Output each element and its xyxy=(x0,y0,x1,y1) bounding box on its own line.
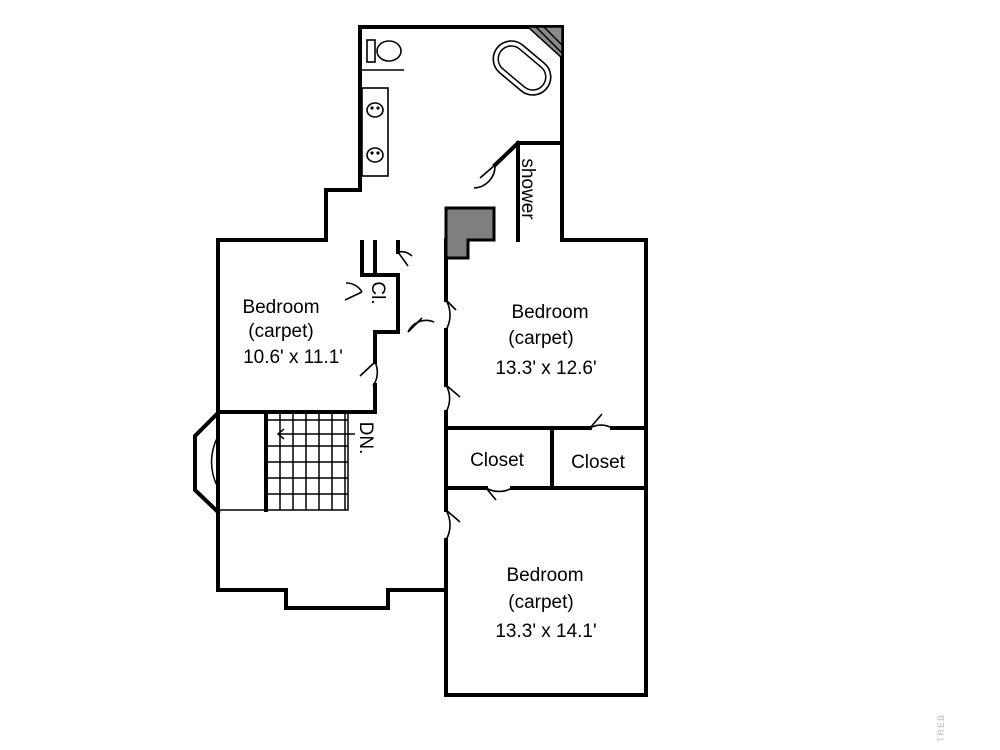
toilet-icon xyxy=(362,39,404,71)
bedroom-right-top-size: 13.3' x 12.6' xyxy=(495,358,596,379)
bedroom-right-top-floor: (carpet) xyxy=(508,328,573,349)
doors xyxy=(344,164,613,541)
bay-window-arc xyxy=(210,435,219,489)
small-closet-label: Cl. xyxy=(367,281,388,304)
bedroom-left-size: 10.6' x 11.1' xyxy=(243,347,343,368)
bedroom-left-floor: (carpet) xyxy=(248,321,313,342)
bedroom-right-bottom-size: 13.3' x 14.1' xyxy=(495,621,596,642)
bedroom-right-bottom-floor: (carpet) xyxy=(508,592,573,613)
bedroom-left-name: Bedroom xyxy=(242,297,319,318)
stairs-down-label: DN. xyxy=(355,422,376,455)
outer-wall xyxy=(216,25,648,697)
bathtub-icon xyxy=(492,40,552,96)
stairs-icon xyxy=(217,410,355,512)
bedroom-right-top-name: Bedroom xyxy=(511,302,588,323)
shower-door-wall xyxy=(492,140,521,168)
sink-icon xyxy=(366,147,384,163)
watermark: TREB xyxy=(936,713,946,742)
closet-right-label: Closet xyxy=(571,452,626,473)
bay-window xyxy=(193,410,221,515)
small-closet-wall xyxy=(360,240,400,364)
bedroom-right-bottom-name: Bedroom xyxy=(506,565,583,586)
sink-icon xyxy=(366,102,384,118)
closet-left-label: Closet xyxy=(470,450,525,471)
shower-label: shower xyxy=(517,158,538,220)
chimney xyxy=(444,206,496,260)
